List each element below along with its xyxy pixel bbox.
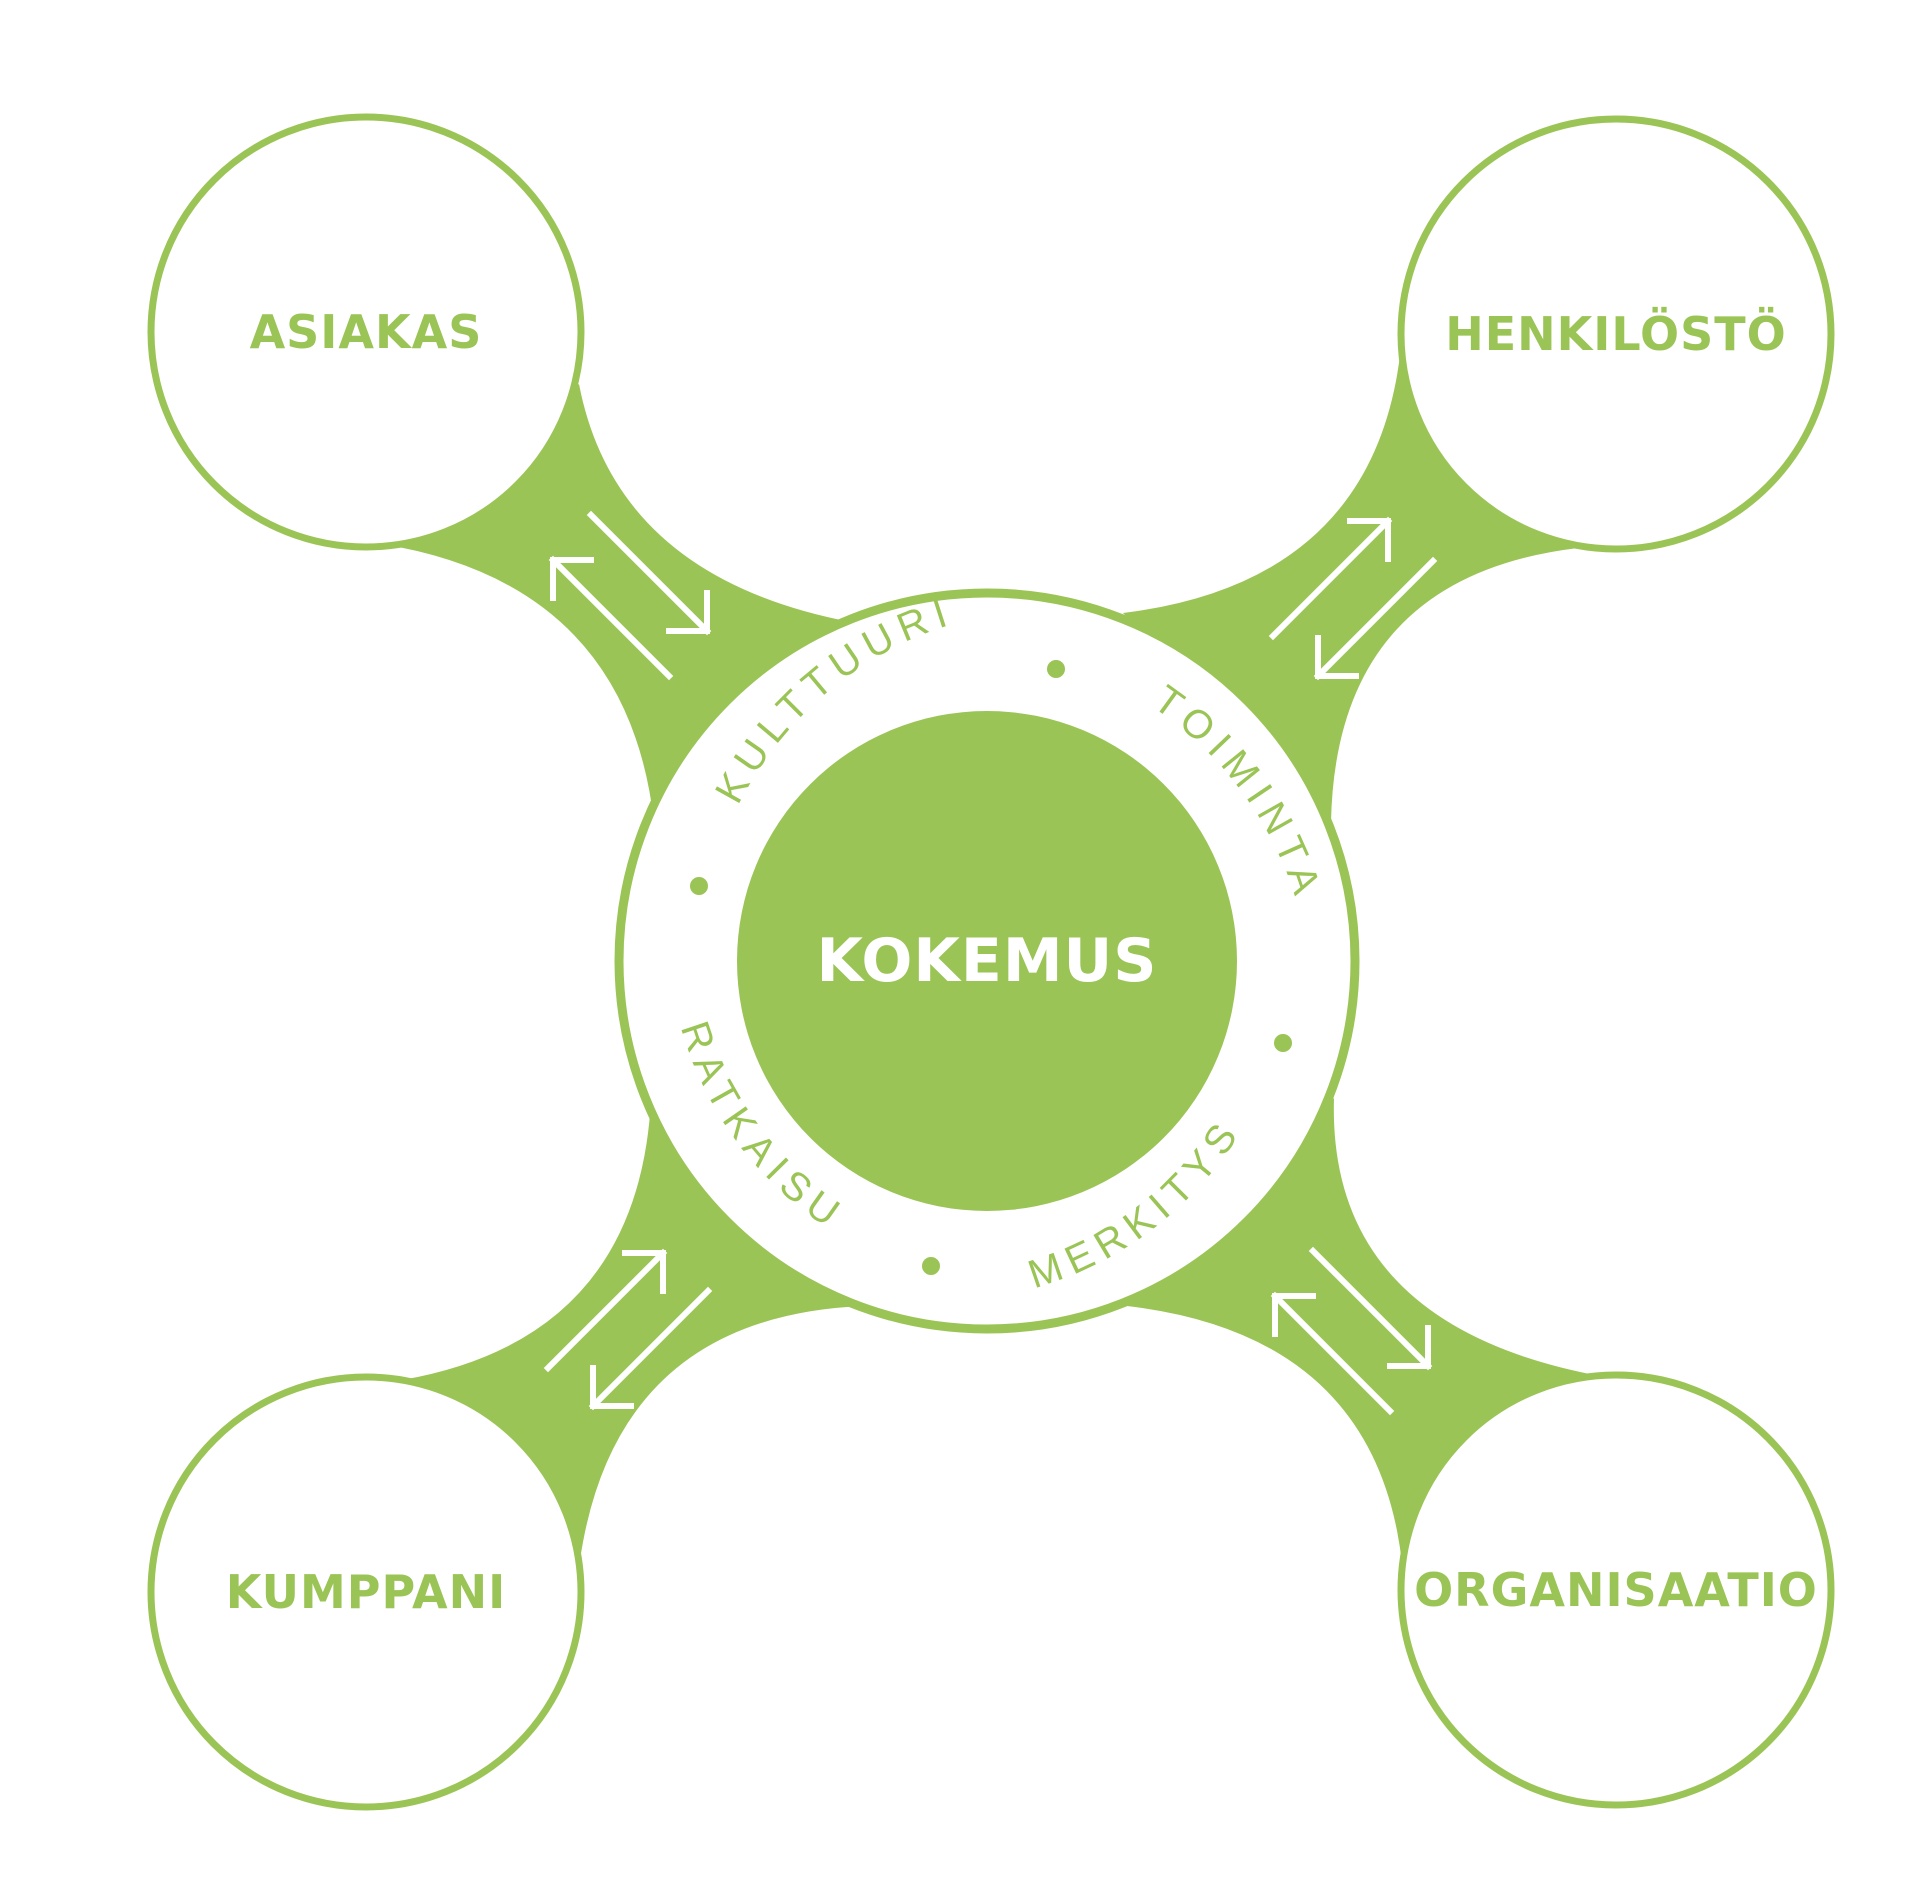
- dot-icon: [922, 1257, 940, 1275]
- node-kumppani: KUMPPANI: [147, 1373, 585, 1811]
- node-henkilosto: HENKILÖSTÖ: [1397, 115, 1835, 553]
- dot-icon: [1274, 1034, 1292, 1052]
- bidirectional-arrow-icon: [548, 510, 712, 681]
- node-label-henkilosto: HENKILÖSTÖ: [1445, 307, 1787, 361]
- node-organisaatio: ORGANISAATIO: [1397, 1371, 1835, 1809]
- bidirectional-arrow-icon: [543, 1248, 713, 1411]
- node-label-organisaatio: ORGANISAATIO: [1414, 1563, 1818, 1617]
- node-asiakas: ASIAKAS: [147, 113, 585, 551]
- bidirectional-arrow-icon: [1270, 1246, 1433, 1416]
- bidirectional-arrow-icon: [1268, 516, 1438, 681]
- center-label: KOKEMUS: [817, 926, 1158, 996]
- dot-icon: [1047, 660, 1065, 678]
- center-circle: [737, 711, 1237, 1211]
- node-label-kumppani: KUMPPANI: [226, 1565, 506, 1619]
- node-label-asiakas: ASIAKAS: [250, 305, 483, 359]
- dot-icon: [690, 877, 708, 895]
